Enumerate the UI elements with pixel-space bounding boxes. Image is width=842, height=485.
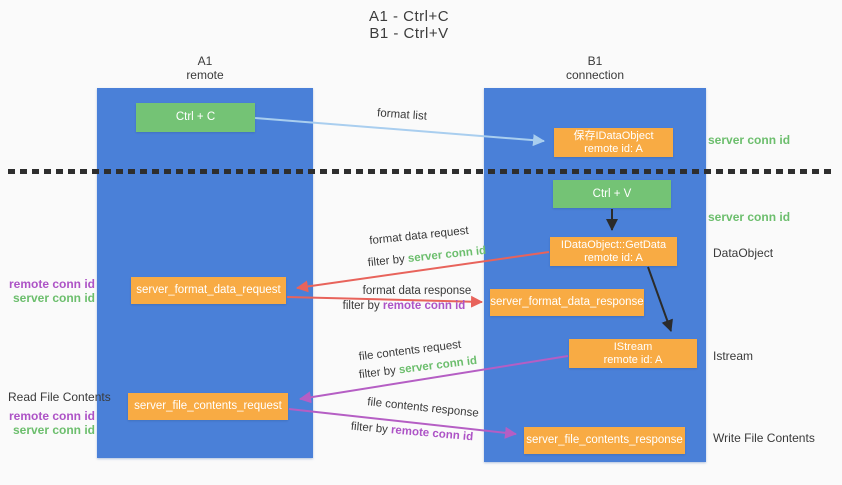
session-divider-dotted-line — [8, 169, 836, 174]
node-save-idataobject-line1: 保存IDataObject — [573, 129, 654, 142]
label-remote-conn-id-file: remote conn id — [8, 409, 95, 423]
label-format-data-request: format data request — [368, 224, 470, 248]
label-filter-by-remote-conn-id-format: filter by remote conn id — [334, 300, 474, 312]
diagram-title: A1 - Ctrl+C B1 - Ctrl+V — [309, 8, 509, 42]
node-ctrl-v: Ctrl + V — [553, 180, 671, 208]
node-save-idataobject-line2: remote id: A — [584, 142, 643, 155]
label-dataobject: DataObject — [713, 246, 774, 260]
label-format-list: format list — [376, 107, 428, 123]
label-read-file-contents: Read File Contents — [8, 390, 111, 404]
node-istream-line1: IStream — [613, 340, 653, 353]
node-idataobject-getdata: IDataObject::GetData remote id: A — [550, 237, 677, 266]
node-format-response-label: server_format_data_response — [490, 296, 644, 308]
filter-by-text: filter by — [350, 420, 392, 437]
node-ctrl-c: Ctrl + C — [136, 103, 255, 132]
node-istream-line2: remote id: A — [603, 353, 663, 366]
server-conn-id-text: server conn id — [398, 354, 478, 377]
filter-by-text: filter by — [367, 253, 409, 270]
lifeline-a1-name: A1 — [197, 54, 213, 68]
lifeline-header-b1: B1 connection — [540, 54, 650, 82]
node-istream: IStream remote id: A — [569, 339, 697, 368]
label-remote-conn-id-format: remote conn id — [8, 277, 95, 291]
node-file-response-label: server_file_contents_response — [526, 434, 683, 446]
label-group-conn-ids-file: remote conn id server conn id — [0, 409, 95, 437]
node-getdata-line1: IDataObject::GetData — [560, 238, 667, 251]
remote-conn-id-text: remote conn id — [390, 424, 474, 444]
label-file-contents-response: file contents response — [366, 396, 480, 420]
node-server-file-contents-response: server_file_contents_response — [524, 427, 685, 454]
label-server-conn-id-file: server conn id — [12, 422, 95, 437]
node-server-format-data-request: server_format_data_request — [131, 277, 286, 304]
filter-by-text: filter by — [342, 300, 383, 312]
lifeline-header-a1: A1 remote — [150, 54, 260, 82]
node-format-request-label: server_format_data_request — [136, 284, 281, 296]
node-getdata-line2: remote id: A — [584, 251, 643, 264]
label-server-conn-id-format: server conn id — [12, 290, 95, 305]
node-server-format-data-response: server_format_data_response — [490, 289, 644, 316]
label-group-conn-ids-format: remote conn id server conn id — [0, 277, 95, 305]
lifeline-a1-role: remote — [186, 67, 224, 82]
label-server-conn-id-top: server conn id — [708, 133, 791, 147]
node-server-file-contents-request: server_file_contents_request — [128, 393, 288, 420]
remote-conn-id-text: remote conn id — [382, 300, 466, 312]
filter-by-text: filter by — [358, 364, 400, 382]
node-ctrl-v-label: Ctrl + V — [592, 187, 632, 200]
label-format-data-response: format data response — [362, 285, 472, 297]
label-write-file-contents: Write File Contents — [713, 431, 815, 445]
label-istream: Istream — [713, 349, 754, 363]
lifeline-b1-name: B1 — [587, 54, 603, 68]
node-save-idataobject: 保存IDataObject remote id: A — [554, 128, 673, 157]
title-line-1: A1 - Ctrl+C — [368, 8, 450, 25]
label-server-conn-id-mid: server conn id — [708, 210, 791, 224]
label-filter-by-remote-conn-id-file: filter by remote conn id — [332, 419, 492, 445]
node-file-request-label: server_file_contents_request — [134, 400, 282, 412]
server-conn-id-text: server conn id — [407, 244, 487, 265]
node-ctrl-c-label: Ctrl + C — [175, 111, 216, 123]
lifeline-b1-role: connection — [565, 67, 625, 82]
title-line-2: B1 - Ctrl+V — [369, 25, 449, 42]
